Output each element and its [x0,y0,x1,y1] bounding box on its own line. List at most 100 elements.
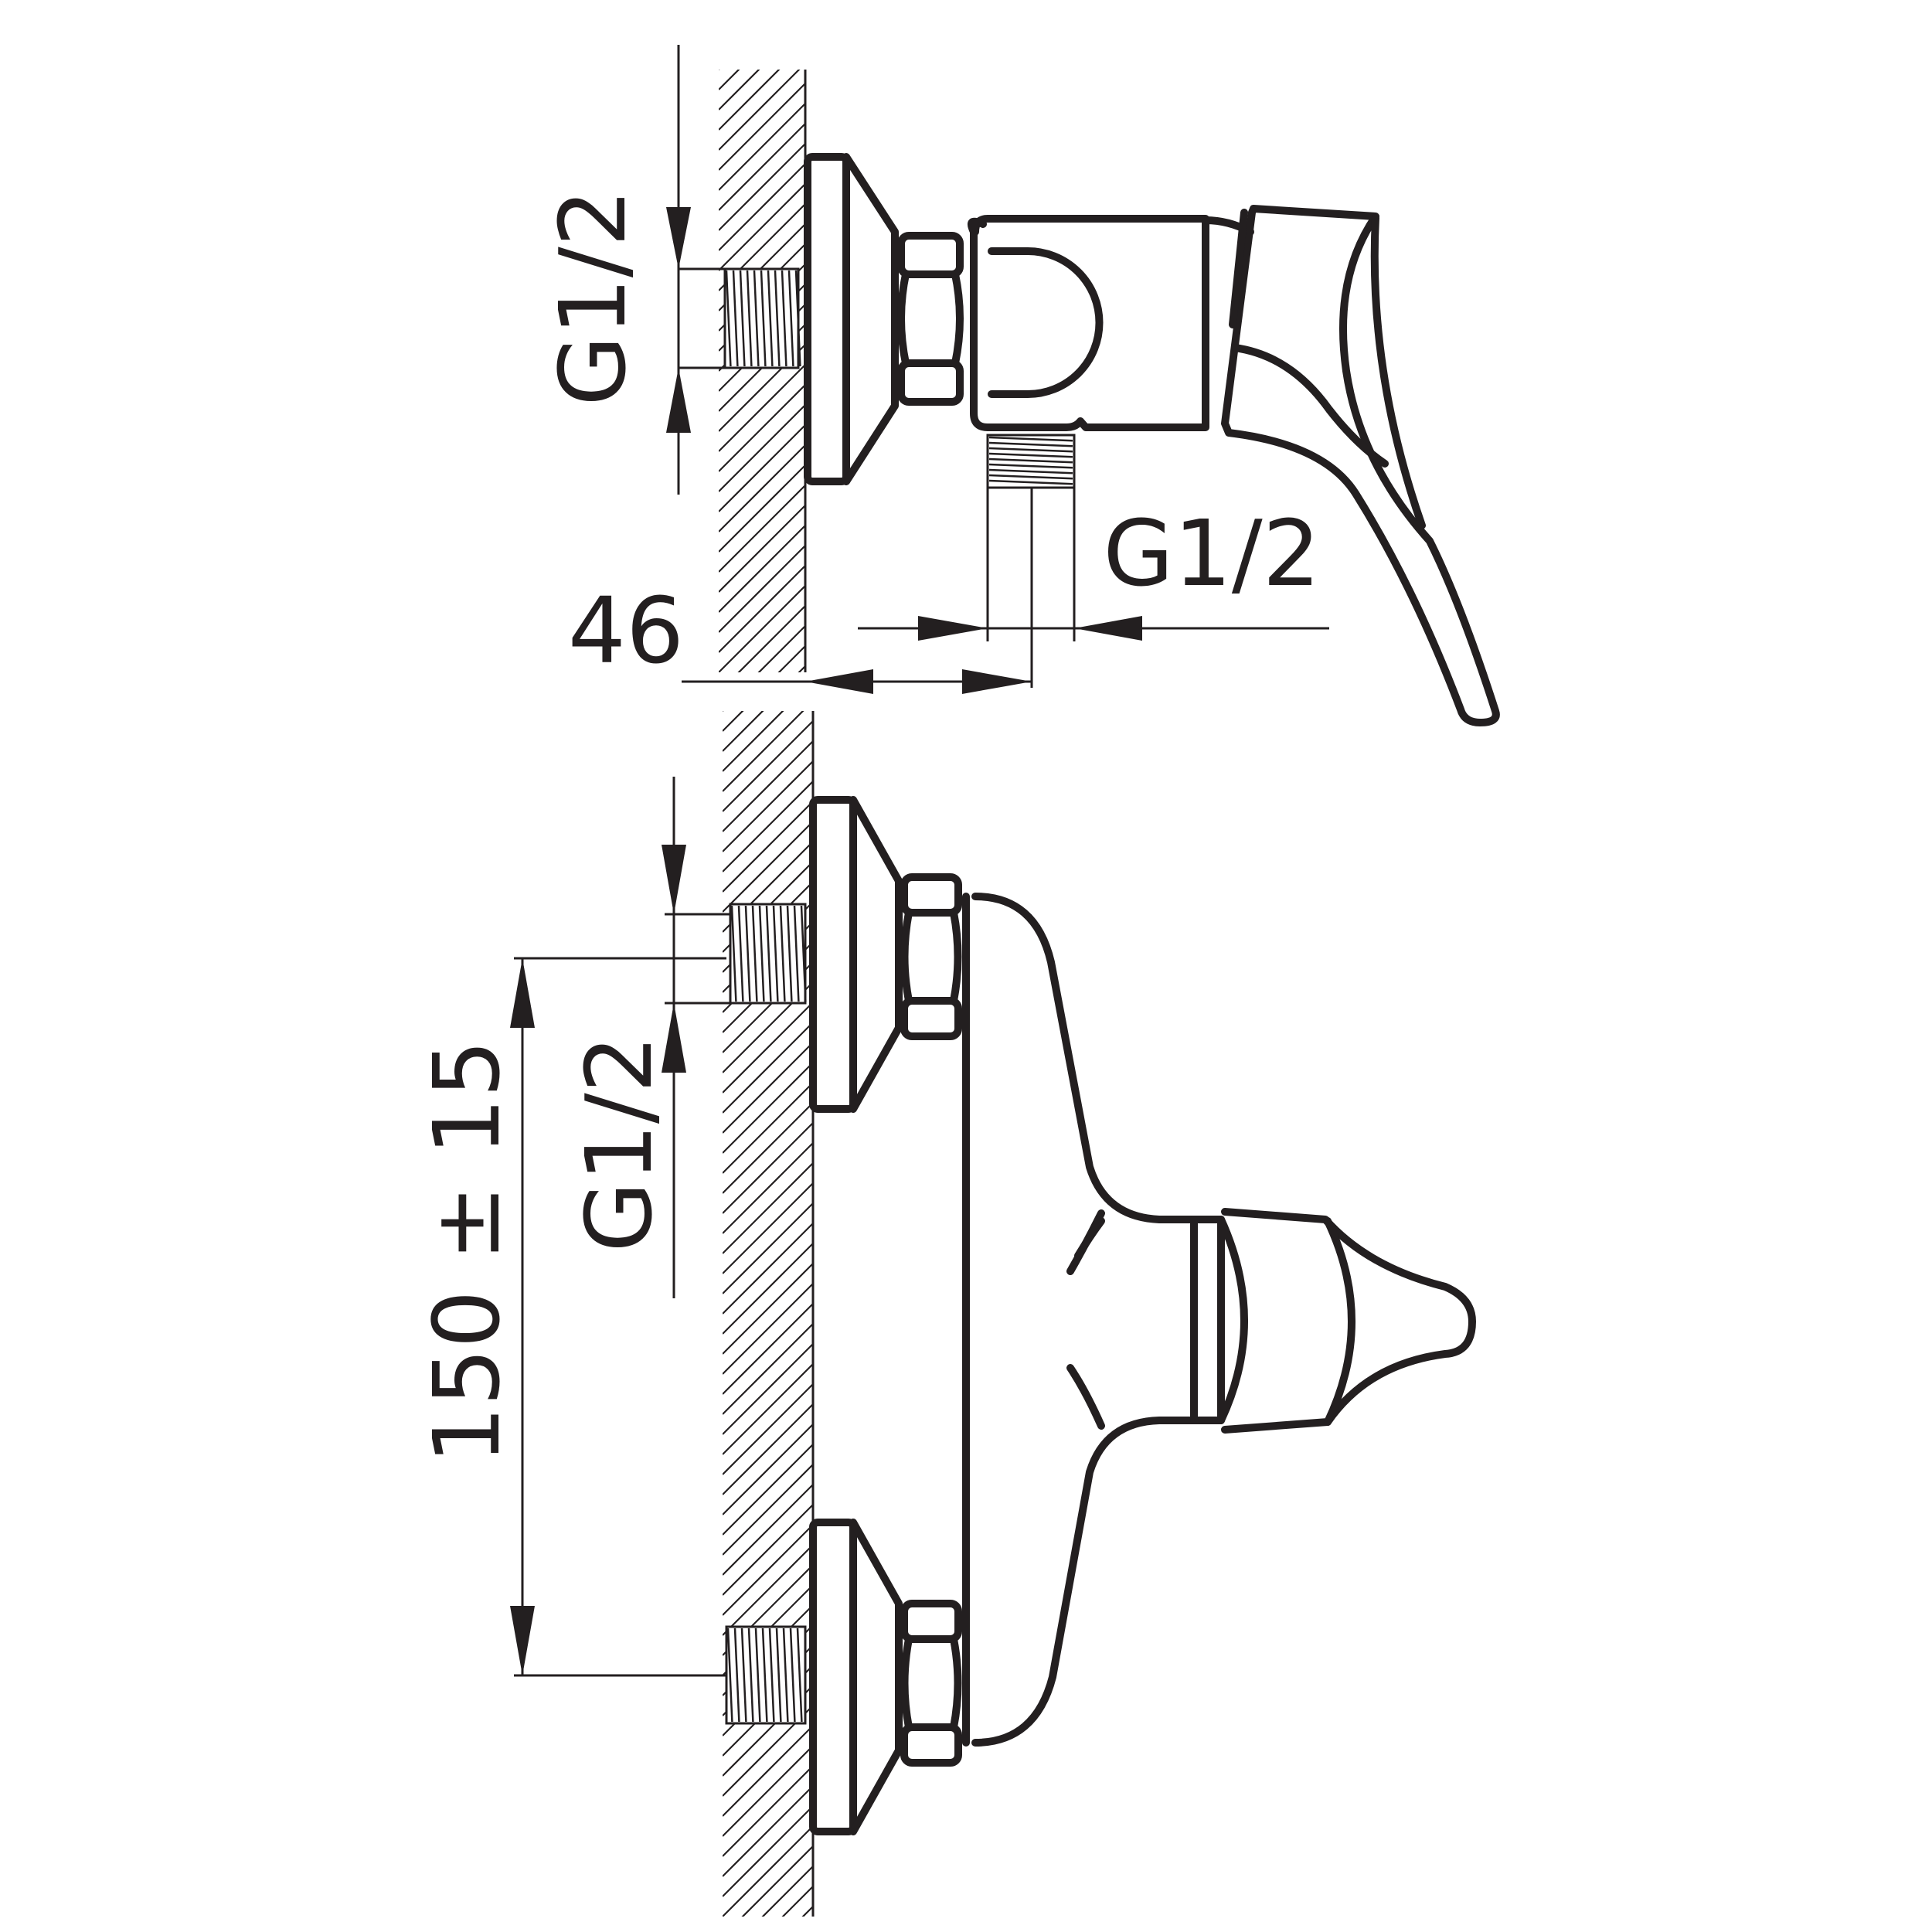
hatch-line [719,364,805,452]
hatch-line [719,70,781,131]
thread-line [779,905,786,1002]
thread-line [746,270,753,367]
upper-union-nut-front [900,873,962,1040]
thread-line [772,905,779,1002]
lower-escutcheon-front [809,1519,903,1835]
thread-line [768,1628,775,1723]
thread-line [775,1628,782,1723]
thread-line [753,270,760,367]
escutcheon-top [804,153,899,485]
hatch-line [757,625,805,672]
outlet-thread-label-top: G1/2 [1103,500,1320,607]
upper-escutcheon-front [809,796,903,1113]
center-distance-label: 150 ± 15 [413,1039,520,1464]
hatch-line [723,1102,813,1194]
thread-line [796,1628,803,1723]
top-view: G1/2 G1/2 46 [539,0,1500,726]
thread-line [747,1628,754,1723]
hatch-line [723,760,813,852]
thread-line [761,1628,768,1723]
hatch-line [723,720,813,812]
hatch-line [741,1845,813,1917]
projection-dimension-label: 46 [568,577,684,684]
thread-line [988,474,1073,480]
hatch-line [719,103,805,191]
hatch-line [737,605,805,672]
thread-line [988,479,1073,485]
hatch-line [723,1243,813,1335]
hatch-line [723,1504,813,1596]
hatch-line [723,1303,813,1395]
thread-line [988,441,1073,447]
thread-line [744,905,751,1002]
thread-line [988,447,1073,453]
hatch-line [723,821,813,913]
lower-inlet-thread-front [725,1625,807,1725]
hatch-line [723,711,804,792]
hatch-line [719,404,805,492]
thread-line [789,1628,796,1723]
hatch-line [719,143,805,231]
hatch-line [719,0,805,70]
dimension-inlet-thread-front: G1/2 [566,777,730,1298]
hatch-line [719,384,805,472]
hatch-line [723,1484,813,1576]
hatch-line [723,1423,813,1515]
hatch-line [719,485,805,573]
thread-line [732,270,739,367]
hatch-line [719,424,805,512]
hatch-line [719,70,740,90]
front-view: G1/2 150 ± 15 [413,711,1476,1917]
thread-line [726,1628,733,1723]
hatch-line [723,711,744,732]
dimension-center-distance: 150 ± 15 [413,957,726,1677]
hatch-line [719,585,805,672]
hatch-line [719,163,805,251]
wall-hatching-front [723,711,813,1917]
hatch-line [723,711,784,772]
union-nut-top [897,232,964,406]
hatch-line [723,1022,813,1114]
thread-line [774,270,781,367]
hatch-line [723,1263,813,1355]
wall-hatching-top [719,0,805,672]
thread-line [988,457,1073,464]
hatch-line [723,801,813,893]
thread-line [800,905,807,1002]
thread-line [988,468,1073,474]
hatch-line [723,1825,813,1917]
hatch-line [723,1042,813,1134]
hatch-line [723,1082,813,1174]
thread-line [765,905,772,1002]
hatch-line [719,545,805,633]
thread-line [782,1628,789,1723]
hatch-line [723,1323,813,1415]
thread-line [725,270,732,367]
inlet-thread-label-top: G1/2 [539,189,646,406]
hatch-line [723,1805,813,1897]
thread-line [781,270,787,367]
hatch-line [798,665,805,672]
lever-handle-top [1221,205,1500,726]
hatch-line [723,1142,813,1234]
thread-line [793,905,800,1002]
thread-line [786,905,793,1002]
outlet-thread-top [986,434,1076,489]
dimension-outlet-thread-top: G1/2 [858,487,1329,688]
thread-line [737,905,744,1002]
hatch-line [719,83,805,171]
thread-line [739,270,746,367]
hatch-line [719,70,760,111]
inlet-thread-top [723,267,801,369]
hatch-line [761,1866,813,1917]
thread-line [740,1628,747,1723]
hatch-line [723,1464,813,1556]
thread-line [794,270,801,367]
hatch-line [719,444,805,532]
hatch-line [723,1403,813,1495]
hatch-line [723,1202,813,1294]
thread-line [988,463,1073,469]
thread-line [787,270,794,367]
hatch-line [719,525,805,613]
thread-line [760,270,767,367]
